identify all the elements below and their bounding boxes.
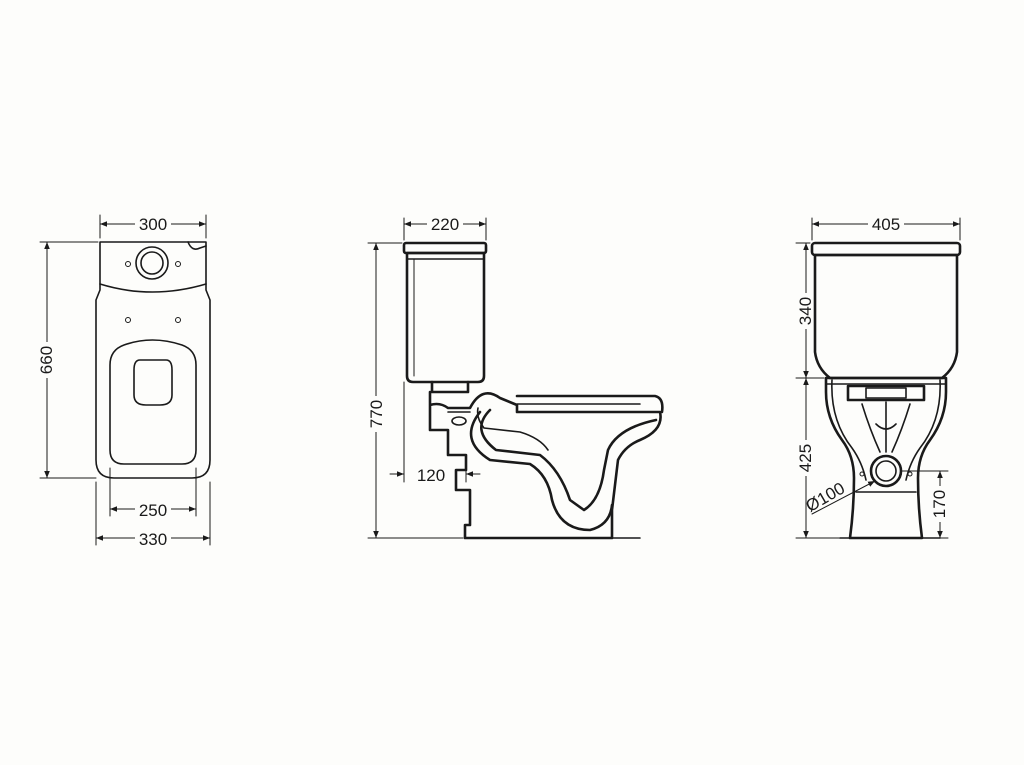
dim-seat-width: 250 <box>139 501 167 520</box>
front-view-outline <box>810 241 962 540</box>
top-view: 300 660 250 330 <box>36 214 211 549</box>
side-view-outline <box>402 241 664 540</box>
dim-tank-height: 340 <box>796 297 815 325</box>
side-view-dimensions: 220 770 120 <box>366 214 487 539</box>
dim-height: 770 <box>367 400 386 428</box>
dim-depth: 660 <box>37 346 56 374</box>
top-view-outline <box>95 241 211 479</box>
front-view-dimensions: 405 340 425 Ø100 170 <box>795 214 961 539</box>
dim-outlet-diameter: Ø100 <box>802 479 848 516</box>
dim-outlet-offset: 120 <box>417 466 445 485</box>
top-view-dimensions: 300 660 250 330 <box>36 214 211 549</box>
front-view: 405 340 425 Ø100 170 <box>795 214 962 540</box>
dim-width-top: 300 <box>139 215 167 234</box>
dim-outlet-height: 170 <box>930 490 949 518</box>
side-view: 220 770 120 <box>366 214 664 540</box>
dim-width-bottom: 330 <box>139 530 167 549</box>
dim-tank-depth: 220 <box>431 215 459 234</box>
dim-bowl-height: 425 <box>796 444 815 472</box>
dim-front-width: 405 <box>872 215 900 234</box>
